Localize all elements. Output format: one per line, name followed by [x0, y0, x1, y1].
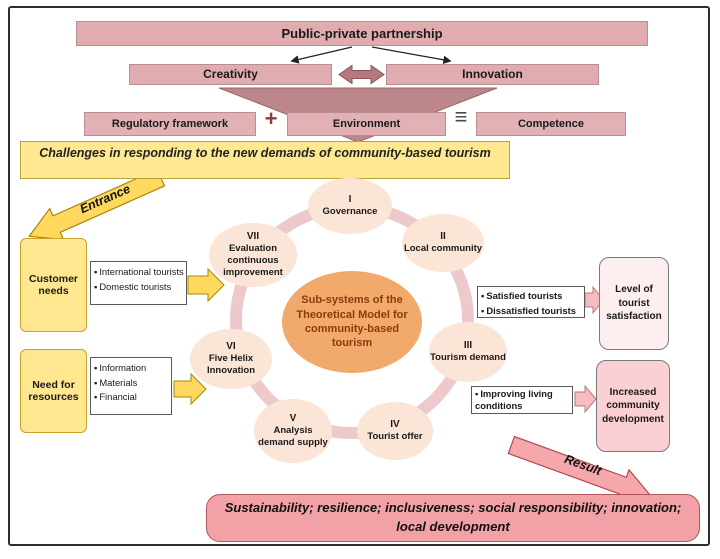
- subsystem-numeral: V: [289, 412, 297, 424]
- subsystem-local-community: II Local community: [402, 214, 484, 272]
- innovation-banner: Innovation: [386, 64, 599, 85]
- model-center-label: Sub-systems of the Theoretical Model for…: [296, 294, 408, 350]
- satisfaction-arrow-icon: [584, 285, 604, 315]
- need-for-resources-box: Need for resources: [20, 349, 87, 433]
- outer-frame: [8, 6, 710, 546]
- customer-needs-arrow-icon: [187, 267, 225, 303]
- factor-competence: Competence: [476, 112, 626, 136]
- model-center-ellipse: Sub-systems of the Theoretical Model for…: [282, 271, 422, 373]
- list-item: International tourists: [94, 265, 184, 280]
- subsystem-evaluation-improvement: VII Evaluation continuous improvement: [209, 223, 297, 287]
- living-conditions-box: Improving living conditions: [471, 386, 573, 414]
- resource-items-box: Information Materials Financial: [90, 357, 172, 415]
- list-item: Improving living conditions: [475, 388, 570, 412]
- partnership-to-innovation-arrow: [371, 46, 452, 64]
- subsystem-tourist-offer: IV Tourist offer: [357, 402, 433, 460]
- creativity-banner: Creativity: [129, 64, 332, 85]
- subsystem-analysis-demand-supply: V Analysis demand supply: [254, 399, 332, 463]
- subsystem-label: Analysis demand supply: [258, 425, 328, 449]
- resources-arrow-icon: [173, 372, 207, 406]
- subsystem-tourism-demand: III Tourism demand: [429, 322, 507, 382]
- list-item: Financial: [94, 390, 169, 405]
- subsystem-numeral: III: [463, 339, 473, 351]
- list-item: Information: [94, 361, 169, 376]
- subsystem-numeral: VII: [246, 230, 260, 242]
- list-item: Dissatisfied tourists: [481, 304, 582, 319]
- plus-icon: +: [264, 106, 278, 131]
- customer-items-box: International tourists Domestic tourists: [90, 261, 187, 305]
- factor-regulatory-framework: Regulatory framework: [84, 112, 256, 136]
- list-item: Domestic tourists: [94, 280, 184, 295]
- subsystem-numeral: I: [348, 193, 352, 205]
- list-item: Materials: [94, 376, 169, 391]
- satisfaction-items-box: Satisfied tourists Dissatisfied tourists: [477, 286, 585, 318]
- tourist-satisfaction-box: Level of tourist satisfaction: [599, 257, 669, 350]
- equivalence-icon: ≡: [454, 104, 468, 129]
- customer-needs-box: Customer needs: [20, 238, 87, 332]
- subsystem-label: Tourism demand: [430, 352, 506, 364]
- subsystem-numeral: VI: [226, 340, 236, 352]
- list-item: Satisfied tourists: [481, 289, 582, 304]
- subsystem-five-helix-innovation: VI Five Helix Innovation: [190, 329, 272, 389]
- development-arrow-icon: [574, 384, 597, 414]
- subsystem-numeral: II: [440, 230, 446, 242]
- challenges-banner: Challenges in responding to the new dema…: [20, 141, 510, 179]
- subsystem-label: Evaluation continuous improvement: [223, 243, 283, 279]
- partnership-to-creativity-arrow: [290, 46, 353, 64]
- partnership-banner: Public-private partnership: [76, 21, 648, 46]
- subsystem-numeral: IV: [390, 418, 400, 430]
- creativity-innovation-double-arrow-icon: [338, 64, 385, 85]
- factor-environment: Environment: [287, 112, 446, 136]
- subsystem-label: Five Helix Innovation: [206, 353, 256, 377]
- subsystem-label: Governance: [322, 206, 378, 218]
- subsystem-governance: I Governance: [308, 178, 392, 234]
- bottom-outcomes-banner: Sustainability; resilience; inclusivenes…: [206, 494, 700, 542]
- community-development-box: Increased community development: [596, 360, 670, 452]
- subsystem-label: Local community: [403, 243, 483, 255]
- subsystem-label: Tourist offer: [367, 431, 423, 443]
